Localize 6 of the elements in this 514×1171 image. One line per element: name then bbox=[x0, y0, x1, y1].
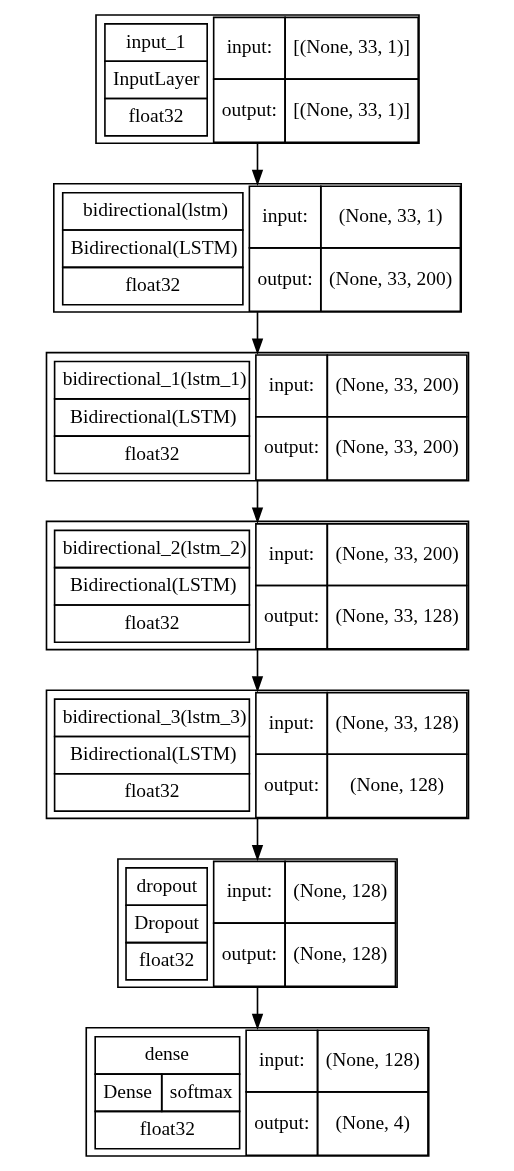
arrow bbox=[251, 480, 263, 524]
arrow bbox=[251, 817, 263, 862]
arrow bbox=[251, 648, 263, 693]
arrow bbox=[251, 311, 263, 355]
arrow bbox=[251, 142, 263, 187]
arrow bbox=[251, 986, 263, 1031]
